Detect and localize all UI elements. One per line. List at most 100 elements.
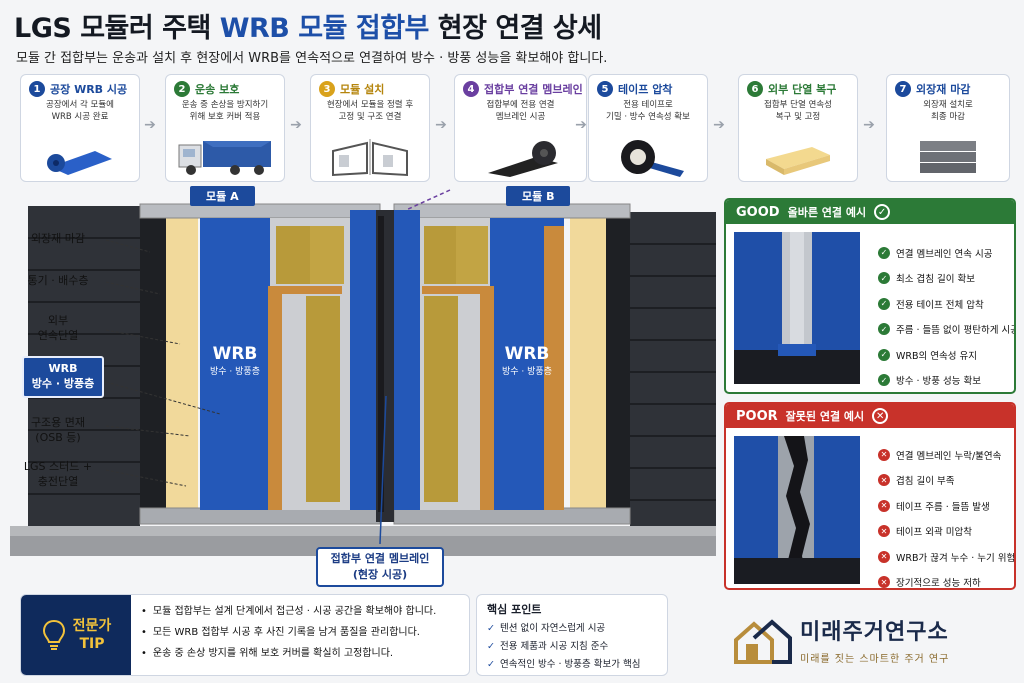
list-item: ✓전용 테이프 전체 압착 bbox=[878, 291, 1014, 317]
x-icon: ✕ bbox=[878, 474, 890, 487]
step-title: 운송 보호 bbox=[195, 83, 240, 96]
list-item: ✕테이프 외곽 미압착 bbox=[878, 519, 1014, 545]
truck-icon bbox=[166, 137, 284, 177]
x-icon: ✕ bbox=[878, 576, 890, 588]
arrow-right-icon: ➔ bbox=[863, 117, 875, 133]
x-circle-icon: ✕ bbox=[872, 408, 889, 424]
x-icon: ✕ bbox=[878, 525, 890, 538]
check-circle-icon: ✓ bbox=[874, 204, 891, 220]
step-title: 접합부 연결 멤브레인 bbox=[484, 83, 583, 96]
poor-checklist: ✕연결 멤브레인 누락/불연속 ✕겹침 길이 부족 ✕테이프 주름 · 들뜸 발… bbox=[878, 442, 1014, 588]
right-cladding bbox=[630, 212, 716, 526]
insulation-board-icon bbox=[739, 137, 857, 177]
cross-section-drawing bbox=[10, 189, 716, 556]
joint-cross-section: 모듈 A 모듈 B WRB 방수 · 방풍층 WRB 방수 · 방풍층 외장재 … bbox=[10, 186, 716, 596]
key-points-box: 핵심 포인트 텐션 없이 자연스럽게 시공 전용 제품과 시공 지침 준수 연속… bbox=[476, 594, 668, 676]
brand-logo: 미래주거연구소 미래를 짓는 스마트한 주거 연구 bbox=[732, 602, 1014, 676]
good-panel-title: 올바른 연결 예시 bbox=[787, 206, 867, 219]
joint-membrane-label: 접합부 연결 멤브레인(현장 시공) bbox=[316, 547, 444, 587]
step-number: 1 bbox=[29, 81, 45, 97]
check-icon: ✓ bbox=[878, 246, 890, 259]
layer-label-ventilation: 통기 · 배수층 bbox=[27, 274, 89, 287]
layer-label-cladding: 외장재 마감 bbox=[30, 232, 86, 245]
poor-example-panel: POOR 잘못된 연결 예시 ✕ ✕연결 멤브레인 누락/불연속 ✕겹침 길이 … bbox=[724, 402, 1016, 590]
arrow-right-icon: ➔ bbox=[713, 117, 725, 133]
step-number: 5 bbox=[597, 81, 613, 97]
step-title: 모듈 설치 bbox=[340, 83, 385, 96]
membrane-roll-icon bbox=[455, 137, 586, 177]
good-checklist: ✓연결 멤브레인 연속 시공 ✓최소 겹침 길이 확보 ✓전용 테이프 전체 압… bbox=[878, 240, 1014, 393]
key-points-list: 텐션 없이 자연스럽게 시공 전용 제품과 시공 지침 준수 연속적인 방수 ·… bbox=[487, 620, 657, 674]
page-title: LGS 모듈러 주택 WRB 모듈 접합부 현장 연결 상세 bbox=[14, 13, 602, 44]
tape-roll-icon bbox=[589, 137, 707, 177]
x-icon: ✕ bbox=[878, 448, 890, 461]
step-title: 공장 WRB 시공 bbox=[50, 83, 128, 96]
check-icon: ✓ bbox=[878, 348, 890, 361]
good-example-panel: GOOD 올바른 연결 예시 ✓ ✓연결 멤브레인 연속 시공 ✓최소 겹침 길… bbox=[724, 198, 1016, 394]
poor-panel-header: POOR 잘못된 연결 예시 ✕ bbox=[726, 404, 1014, 428]
list-item: ✕장기적으로 성능 저하 bbox=[878, 570, 1014, 588]
check-icon: ✓ bbox=[878, 297, 890, 310]
list-item: ✓최소 겹침 길이 확보 bbox=[878, 266, 1014, 292]
list-item: 운송 중 손상 방지를 위해 보호 커버를 확실히 고정합니다. bbox=[141, 643, 436, 664]
step-number: 2 bbox=[174, 81, 190, 97]
layer-label-stud: LGS 스터드 +충전단열 bbox=[23, 460, 93, 488]
list-item: ✓연결 멤브레인 연속 시공 bbox=[878, 240, 1014, 266]
list-item: ✓WRB의 연속성 유지 bbox=[878, 342, 1014, 368]
lightbulb-icon bbox=[42, 619, 65, 650]
layer-label-sheathing: 구조용 면재(OSB 등) bbox=[30, 416, 86, 444]
list-item: ✕WRB가 끊겨 누수 · 누기 위험 bbox=[878, 544, 1014, 570]
check-icon: ✓ bbox=[878, 374, 890, 387]
step-title: 외장재 마감 bbox=[916, 83, 971, 96]
arrow-right-icon: ➔ bbox=[575, 117, 587, 133]
list-item: ✓방수 · 방풍 성능 확보 bbox=[878, 368, 1014, 393]
step-number: 4 bbox=[463, 81, 479, 97]
arrow-right-icon: ➔ bbox=[144, 117, 156, 133]
module-b-label: 모듈 B bbox=[506, 186, 571, 206]
key-points-title: 핵심 포인트 bbox=[487, 603, 542, 616]
arrow-right-icon: ➔ bbox=[290, 117, 302, 133]
list-item: ✕연결 멤브레인 누락/불연속 bbox=[878, 442, 1014, 468]
list-item: ✕겹침 길이 부족 bbox=[878, 468, 1014, 494]
check-icon: ✓ bbox=[878, 323, 890, 336]
good-joint-image bbox=[734, 232, 860, 384]
good-panel-header: GOOD 올바른 연결 예시 ✓ bbox=[726, 200, 1014, 224]
page-subtitle: 모듈 간 접합부는 운송과 설치 후 현장에서 WRB를 연속적으로 연결하여 … bbox=[16, 51, 608, 66]
list-item: 모든 WRB 접합부 시공 후 사진 기록을 남겨 품질을 관리합니다. bbox=[141, 622, 436, 643]
step-number: 7 bbox=[895, 81, 911, 97]
brand-tagline: 미래를 짓는 스마트한 주거 연구 bbox=[800, 653, 950, 665]
x-icon: ✕ bbox=[878, 550, 890, 563]
step-number: 3 bbox=[319, 81, 335, 97]
wrb-roll-icon bbox=[21, 137, 139, 177]
brand-name: 미래주거연구소 bbox=[800, 619, 949, 645]
x-icon: ✕ bbox=[878, 499, 890, 512]
list-item: ✕테이프 주름 · 들뜸 발생 bbox=[878, 493, 1014, 519]
module-a-wrb-label: WRB 방수 · 방풍층 bbox=[210, 344, 260, 377]
poor-joint-image bbox=[734, 436, 860, 584]
list-item: 모듈 접합부는 설계 단계에서 접근성 · 시공 공간을 확보해야 합니다. bbox=[141, 601, 436, 622]
module-frame-icon bbox=[311, 137, 429, 177]
check-icon: ✓ bbox=[878, 272, 890, 285]
step-title: 테이프 압착 bbox=[618, 83, 673, 96]
list-item: 텐션 없이 자연스럽게 시공 bbox=[487, 620, 657, 638]
module-a-label: 모듈 A bbox=[190, 186, 255, 206]
